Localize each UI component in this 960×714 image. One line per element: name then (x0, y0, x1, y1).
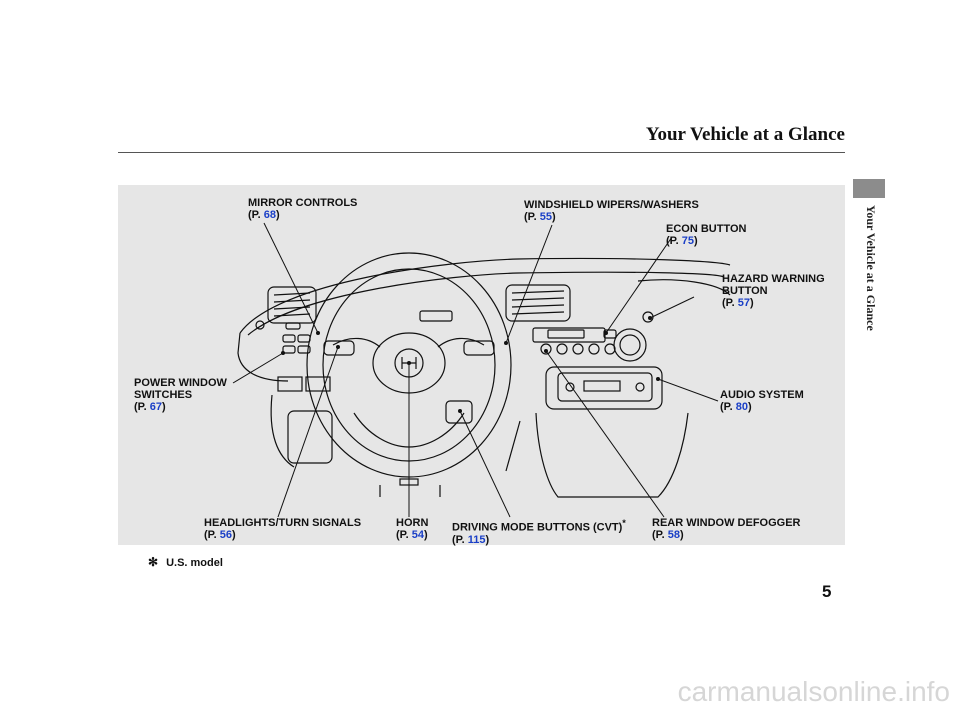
callout-headlights: HEADLIGHTS/TURN SIGNALS (P. 56) (204, 517, 361, 541)
page-link-55[interactable]: 55 (539, 211, 552, 223)
page-reference: (P. 58) (652, 529, 684, 541)
page-reference: (P. 68) (248, 209, 280, 221)
callout-audio-system: AUDIO SYSTEM (P. 80) (720, 389, 804, 413)
callout-label: DRIVING MODE BUTTONS (CVT)* (452, 518, 626, 534)
page-reference: (P. 54) (396, 529, 428, 541)
callout-label: HORN (396, 517, 429, 529)
page-reference: (P. 56) (204, 529, 236, 541)
callout-label: AUDIO SYSTEM (720, 389, 804, 401)
callout-mirror-controls: MIRROR CONTROLS (P. 68) (248, 197, 357, 221)
callout-label: POWER WINDOW (134, 377, 227, 389)
callout-label: HAZARD WARNING (722, 273, 825, 285)
page-reference: (P. 80) (720, 401, 752, 413)
page-link-80[interactable]: 80 (735, 401, 748, 413)
callout-horn: HORN (P. 54) (396, 517, 428, 541)
page-reference: (P. 55) (524, 211, 556, 223)
page-reference: (P. 67) (134, 401, 166, 413)
callout-windshield-wipers: WINDSHIELD WIPERS/WASHERS (P. 55) (524, 199, 699, 223)
callout-econ-button: ECON BUTTON (P. 75) (666, 223, 746, 247)
callout-label: BUTTON (722, 285, 768, 297)
callout-label: MIRROR CONTROLS (248, 197, 358, 209)
page-reference: (P. 115) (452, 533, 490, 546)
callout-driving-mode: DRIVING MODE BUTTONS (CVT)* (P. 115) (452, 517, 626, 546)
page-link-75[interactable]: 75 (681, 235, 694, 247)
page-reference: (P. 75) (666, 235, 698, 247)
page-link-68[interactable]: 68 (263, 209, 276, 221)
dashboard-illustration-panel: MIRROR CONTROLS (P. 68) WINDSHIELD WIPER… (118, 185, 845, 546)
callout-label: HEADLIGHTS/TURN SIGNALS (204, 517, 362, 529)
callout-rear-defogger: REAR WINDOW DEFOGGER (P. 58) (652, 517, 801, 541)
watermark: carmanualsonline.info (677, 676, 950, 707)
page-link-67[interactable]: 67 (149, 401, 162, 413)
us-model-asterisk: * (622, 518, 626, 528)
callout-hazard-warning: HAZARD WARNING BUTTON (P. 57) (722, 273, 825, 309)
page-reference: (P. 57) (722, 297, 754, 309)
page-number: 5 (822, 582, 832, 601)
title-rule (118, 152, 845, 153)
footnote-text: U.S. model (166, 557, 223, 569)
footnote: ✻ U.S. model (148, 555, 223, 569)
page-link-57[interactable]: 57 (737, 297, 750, 309)
section-tab-label: Your Vehicle at a Glance (864, 205, 878, 331)
callout-label: REAR WINDOW DEFOGGER (652, 517, 801, 529)
page-link-58[interactable]: 58 (667, 529, 680, 541)
callout-label: SWITCHES (134, 389, 193, 401)
page-title: Your Vehicle at a Glance (645, 124, 845, 145)
page-link-56[interactable]: 56 (219, 529, 232, 541)
dashboard-illustration (232, 222, 731, 518)
asterisk-icon: ✻ (148, 555, 159, 569)
section-tab (853, 179, 885, 198)
callout-label: WINDSHIELD WIPERS/WASHERS (524, 199, 699, 211)
callout-label: ECON BUTTON (666, 223, 747, 235)
page-link-54[interactable]: 54 (411, 529, 424, 541)
page-link-115[interactable]: 115 (467, 533, 486, 546)
callout-power-window: POWER WINDOW SWITCHES (P. 67) (134, 377, 227, 413)
